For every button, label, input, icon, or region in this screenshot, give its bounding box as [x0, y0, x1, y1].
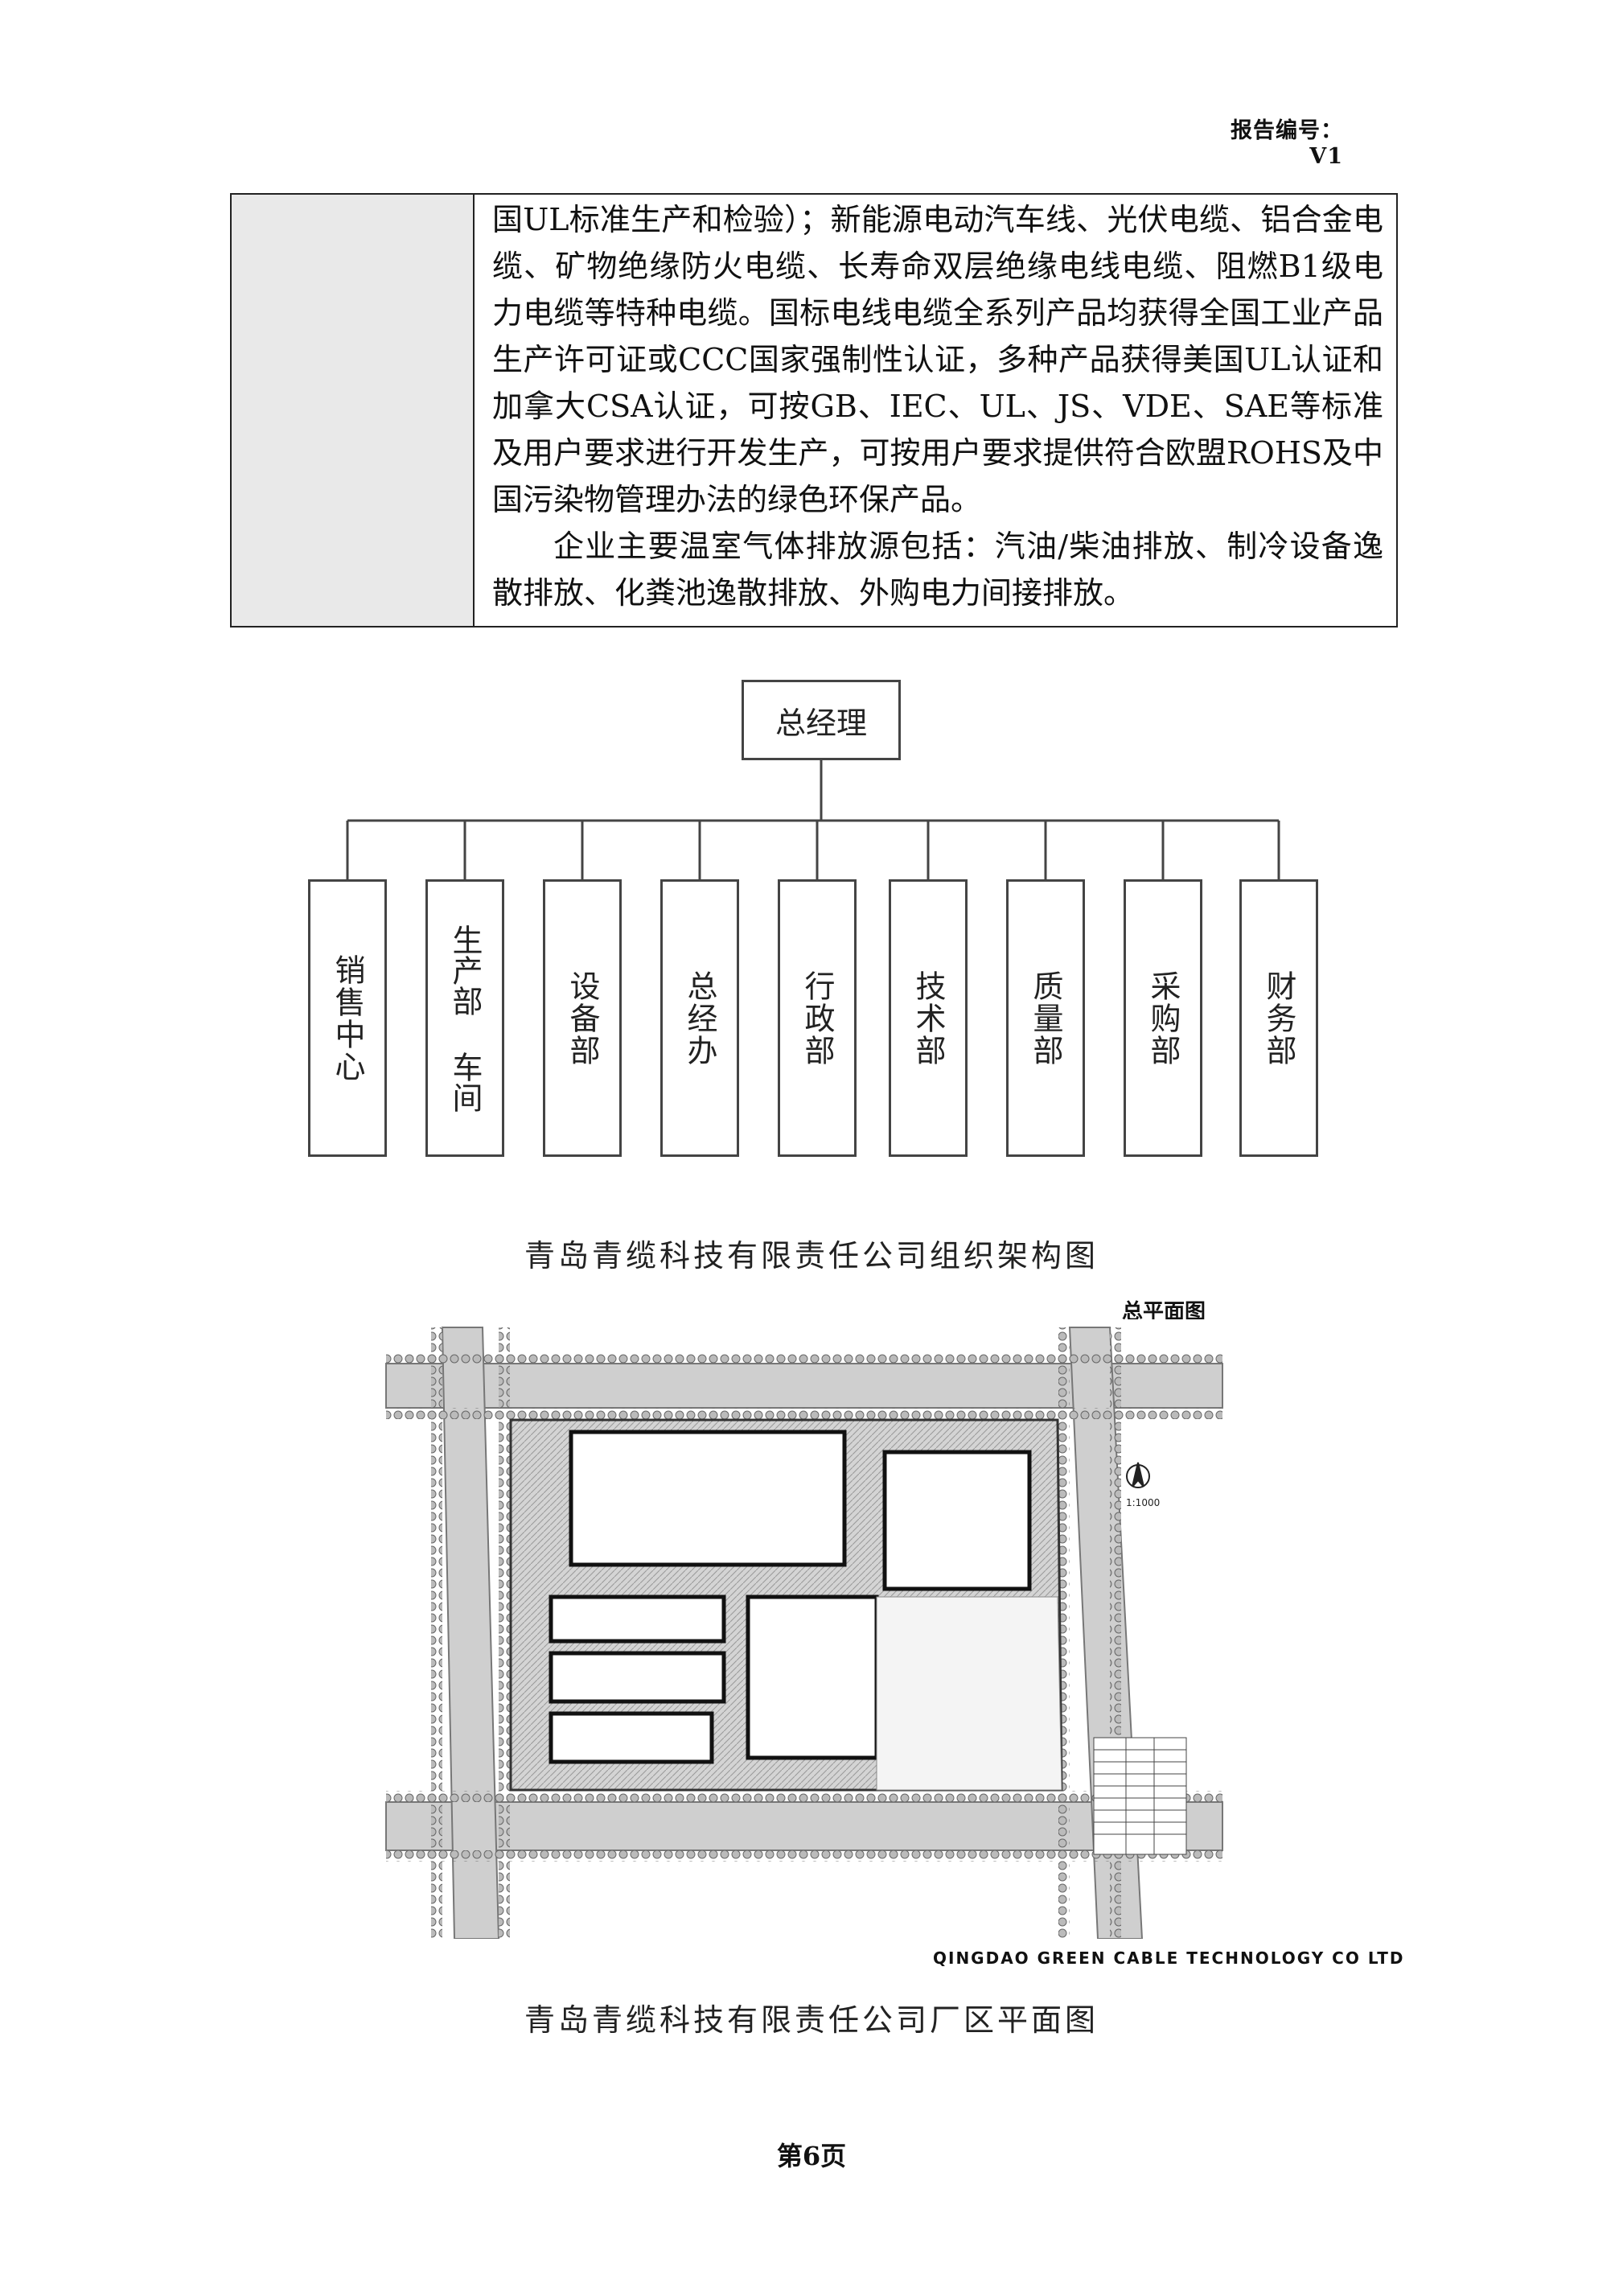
report-number: 报告编号：V1 — [1231, 118, 1343, 169]
company-info-table: 国UL标准生产和检验）；新能源电动汽车线、光伏电缆、铝合金电缆、矿物绝缘防火电缆… — [230, 193, 1398, 627]
site-plan-scale: 1:1000 — [1126, 1497, 1160, 1508]
dept-finance: 财务部 — [1239, 879, 1318, 1157]
dept-equipment: 设备部 — [543, 879, 622, 1157]
products-paragraph: 国UL标准生产和检验）；新能源电动汽车线、光伏电缆、铝合金电缆、矿物绝缘防火电缆… — [492, 202, 1383, 517]
dept-general-office: 总经办 — [660, 879, 739, 1157]
emission-sources-paragraph: 企业主要温室气体排放源包括：汽油/柴油排放、制冷设备逸散排放、化粪池逸散排放、外… — [492, 529, 1383, 611]
dept-administration: 行政部 — [778, 879, 857, 1157]
dept-technology: 技术部 — [889, 879, 968, 1157]
north-arrow-icon — [1126, 1462, 1150, 1488]
site-plan-caption: 青岛青缆科技有限责任公司厂区平面图 — [524, 2002, 1099, 2038]
table-label-cell — [232, 195, 475, 626]
site-plan-drawing: 1:1000 — [370, 1319, 1255, 1939]
company-name-english: QINGDAO GREEN CABLE TECHNOLOGY CO LTD — [933, 1948, 1405, 1968]
org-chart-caption: 青岛青缆科技有限责任公司组织架构图 — [524, 1238, 1099, 1273]
dept-quality: 质量部 — [1006, 879, 1085, 1157]
general-manager-box: 总经理 — [742, 680, 901, 760]
table-content-cell: 国UL标准生产和检验）；新能源电动汽车线、光伏电缆、铝合金电缆、矿物绝缘防火电缆… — [475, 195, 1396, 626]
page-number: 第6页 — [776, 2141, 847, 2171]
dept-production-workshop: 生产部 车间 — [425, 879, 504, 1157]
dept-purchasing: 采购部 — [1124, 879, 1202, 1157]
dept-sales-center: 销售中心 — [308, 879, 387, 1157]
